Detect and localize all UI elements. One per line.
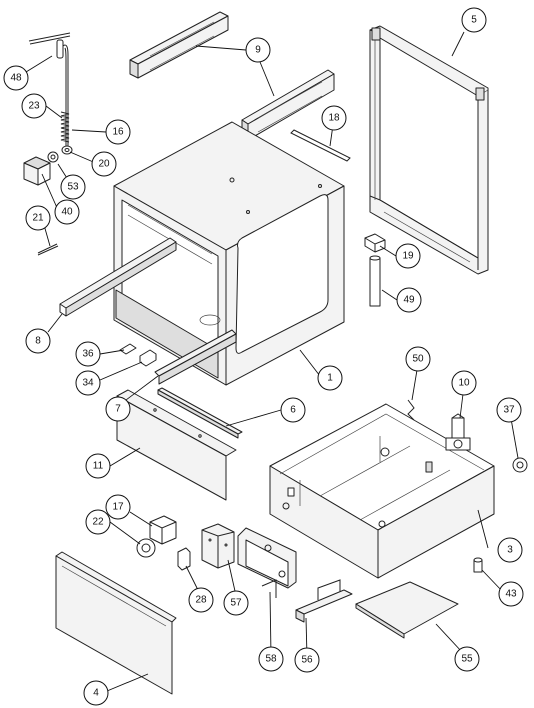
callout-4: 4: [83, 680, 109, 706]
callout-58: 58: [258, 646, 284, 672]
callout-20: 20: [91, 151, 117, 177]
svg-text:40: 40: [61, 207, 73, 218]
callout-16: 16: [105, 119, 131, 145]
part-56-bracket: [295, 579, 353, 623]
svg-text:56: 56: [301, 655, 313, 666]
callout-43: 43: [498, 581, 524, 607]
part-49-tube: [369, 255, 381, 307]
callout-36: 36: [75, 341, 101, 367]
callout-50: 50: [405, 346, 431, 372]
callout-55: 55: [454, 646, 480, 672]
callout-7: 7: [105, 396, 131, 422]
svg-text:34: 34: [82, 378, 94, 389]
callout-48: 48: [3, 65, 29, 91]
svg-text:28: 28: [195, 595, 207, 606]
part-9-rail-upper: [129, 11, 229, 79]
part-34-clip: [139, 349, 157, 367]
callout-21: 21: [25, 205, 51, 231]
callout-18: 18: [321, 105, 347, 131]
callout-23: 23: [21, 93, 47, 119]
callout-49: 49: [396, 287, 422, 313]
svg-text:17: 17: [112, 502, 124, 513]
part-28-bracket: [177, 547, 191, 571]
part-40-module: [23, 156, 51, 186]
svg-text:55: 55: [461, 654, 473, 665]
part-9-rail-lower: [241, 69, 335, 141]
svg-text:18: 18: [328, 113, 340, 124]
callout-37: 37: [496, 397, 522, 423]
svg-text:20: 20: [98, 159, 110, 170]
callout-9: 9: [245, 37, 271, 63]
svg-text:3: 3: [507, 545, 513, 556]
callout-5: 5: [461, 7, 487, 33]
svg-text:53: 53: [67, 182, 79, 193]
svg-text:23: 23: [28, 101, 40, 112]
svg-text:6: 6: [290, 405, 296, 416]
part-22-knob: [136, 538, 156, 558]
callout-34: 34: [75, 370, 101, 396]
callout-11: 11: [85, 453, 111, 479]
part-19-clip: [364, 233, 386, 253]
callout-40: 40: [54, 199, 80, 225]
svg-text:21: 21: [32, 213, 44, 224]
part-6-strip: [157, 387, 243, 439]
part-58-bracket: [237, 527, 297, 598]
part-48-rod: [28, 32, 71, 150]
part-53-nut: [47, 151, 59, 163]
part-55-plate: [355, 581, 459, 639]
svg-text:9: 9: [255, 45, 261, 56]
callout-22: 22: [85, 509, 111, 535]
svg-text:49: 49: [403, 295, 415, 306]
part-23-spring: [60, 111, 70, 143]
callout-8: 8: [25, 328, 51, 354]
callout-28: 28: [188, 587, 214, 613]
part-18-strip: [290, 129, 351, 162]
part-3-base-tray: [269, 403, 495, 579]
callout-57: 57: [223, 590, 249, 616]
part-5-frame: [369, 25, 489, 275]
svg-text:37: 37: [503, 405, 515, 416]
part-7-slide-rail: [154, 329, 237, 385]
part-37-fitting: [512, 457, 528, 473]
svg-text:1: 1: [327, 373, 333, 384]
callout-19: 19: [395, 243, 421, 269]
part-8-slide-rail: [59, 237, 177, 317]
svg-text:36: 36: [82, 349, 94, 360]
callout-3: 3: [497, 537, 523, 563]
svg-text:10: 10: [458, 378, 470, 389]
svg-text:48: 48: [10, 73, 22, 84]
callout-6: 6: [280, 397, 306, 423]
callout-10: 10: [451, 370, 477, 396]
part-11-panel: [116, 389, 237, 501]
callout-56: 56: [294, 647, 320, 673]
svg-text:22: 22: [92, 517, 104, 528]
svg-text:50: 50: [412, 354, 424, 365]
callout-1: 1: [317, 365, 343, 391]
part-43-fitting: [473, 557, 483, 573]
svg-text:5: 5: [471, 15, 477, 26]
part-57-plate: [201, 523, 235, 569]
callout-53: 53: [60, 174, 86, 200]
part-4-door: [55, 551, 177, 695]
svg-text:19: 19: [402, 251, 414, 262]
svg-text:43: 43: [505, 589, 517, 600]
svg-text:16: 16: [112, 127, 124, 138]
svg-text:8: 8: [35, 336, 41, 347]
callout-17: 17: [105, 494, 131, 520]
part-36-clip: [119, 343, 137, 355]
part-17-module: [149, 515, 177, 545]
part-10-valve: [445, 413, 471, 451]
svg-text:4: 4: [93, 688, 99, 699]
svg-text:58: 58: [265, 654, 277, 665]
part-20-washer: [61, 145, 73, 155]
svg-text:7: 7: [115, 404, 121, 415]
part-21-rod: [37, 243, 59, 256]
svg-text:11: 11: [93, 461, 104, 472]
svg-text:57: 57: [230, 598, 242, 609]
part-50-clip: [407, 399, 415, 421]
